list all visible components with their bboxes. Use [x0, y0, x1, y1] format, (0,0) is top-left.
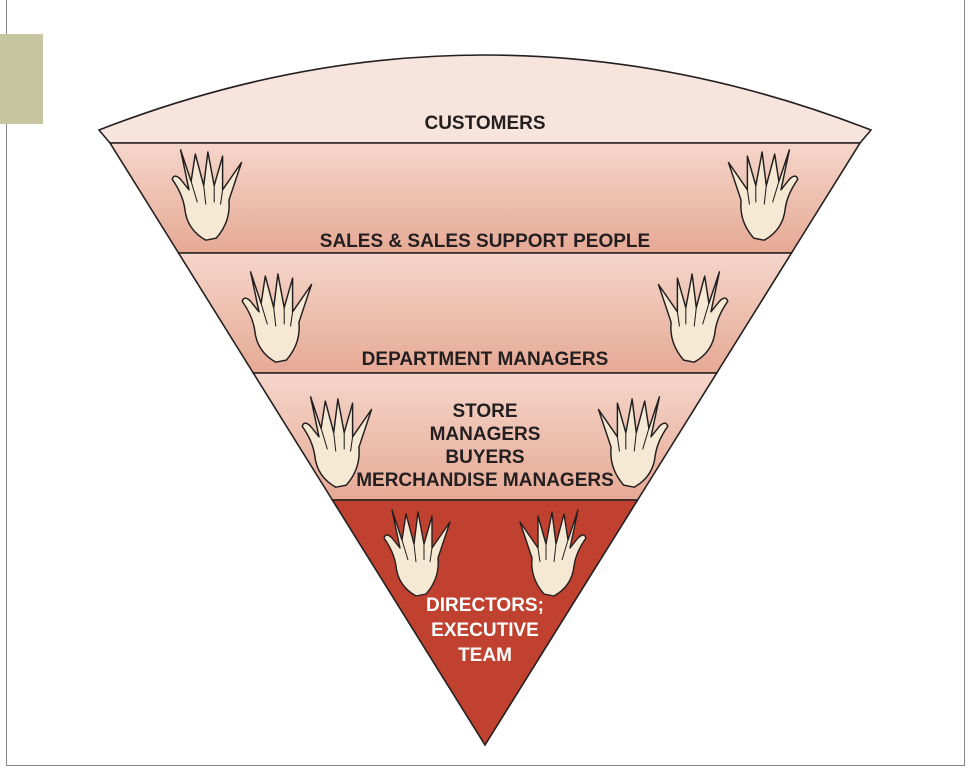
label-directors-line-1: DIRECTORS; — [426, 595, 544, 616]
label-store-line-2: MANAGERS — [430, 424, 541, 445]
tier-customers — [97, 54, 873, 144]
label-store-line-1: STORE — [452, 401, 517, 422]
label-sales: SALES & SALES SUPPORT PEOPLE — [320, 231, 650, 252]
label-directors-line-3: TEAM — [458, 645, 512, 666]
label-department: DEPARTMENT MANAGERS — [362, 349, 609, 370]
label-customers: CUSTOMERS — [424, 113, 545, 134]
label-store-line-4: MERCHANDISE MANAGERS — [356, 470, 614, 491]
figure-frame — [6, 0, 965, 766]
label-directors-line-2: EXECUTIVE — [431, 620, 539, 641]
color-tab — [0, 34, 43, 124]
label-store-line-3: BUYERS — [445, 447, 524, 468]
